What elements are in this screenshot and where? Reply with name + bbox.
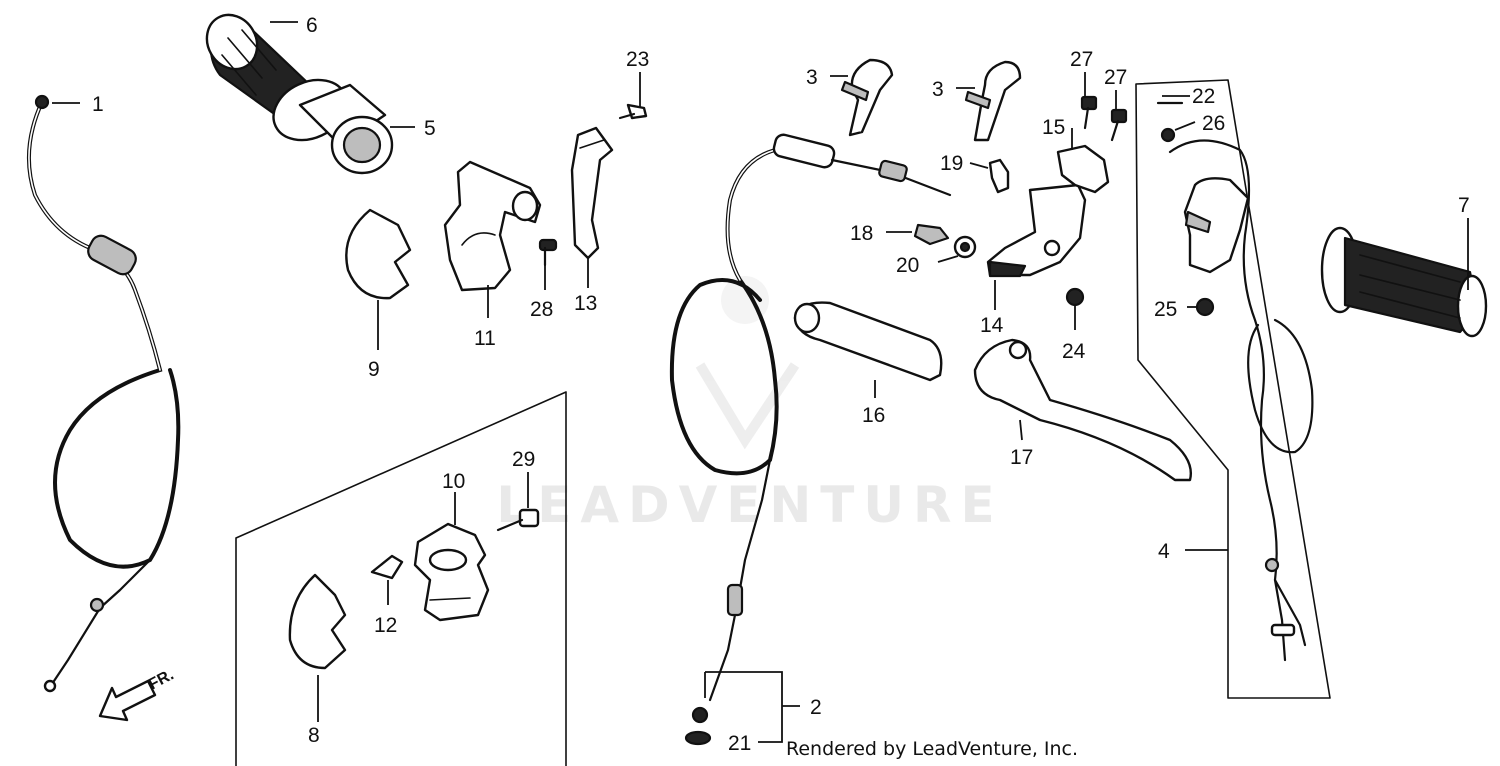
clutch-lever	[973, 338, 1192, 482]
nut-24	[1065, 287, 1085, 307]
lever-bracket	[986, 183, 1087, 278]
callout-13: 13	[574, 292, 597, 315]
clamp-left	[840, 58, 894, 137]
footer-credit: Rendered by LeadVenture, Inc.	[786, 738, 1078, 760]
adjuster-18	[913, 223, 950, 246]
watermark: LEADVENTURE	[496, 276, 1003, 534]
adjuster-19	[988, 158, 1010, 194]
group-box-right-switch	[1135, 79, 1331, 699]
screw-29	[496, 508, 540, 532]
throttle-housing-lower	[345, 208, 412, 300]
switch-assembly	[1168, 139, 1314, 662]
callout-3-left: 3	[806, 66, 818, 89]
clutch-cable	[669, 133, 952, 746]
throttle-cover	[570, 126, 614, 260]
callout-3-right: 3	[932, 78, 944, 101]
screw-28	[538, 238, 558, 267]
nut-20	[953, 235, 977, 259]
callout-27-left: 27	[1070, 48, 1093, 71]
callout-20: 20	[896, 254, 919, 277]
front-direction-arrow: FR.	[98, 666, 177, 722]
screw-23	[618, 103, 648, 120]
callout-11: 11	[474, 327, 496, 350]
callout-19: 19	[940, 152, 963, 175]
callout-22: 22	[1192, 85, 1215, 108]
switch-housing-lower	[288, 573, 347, 670]
callout-4: 4	[1158, 540, 1170, 563]
callout-9: 9	[368, 358, 380, 381]
bolt-27-right	[1110, 108, 1128, 142]
callout-labels: 1 6 5 9 11 28 13 23 3 3 27 27 15 19 18 2…	[92, 14, 1470, 755]
washer-26	[1160, 127, 1176, 143]
nut-25	[1195, 297, 1215, 317]
throttle-pipe	[272, 78, 394, 175]
lever-cover	[793, 301, 943, 382]
callout-29: 29	[512, 448, 535, 471]
callout-28: 28	[530, 298, 553, 321]
callout-15: 15	[1042, 116, 1065, 139]
callout-14: 14	[980, 314, 1004, 337]
callout-10: 10	[442, 470, 465, 493]
switch-clip	[370, 554, 404, 580]
switch-housing	[413, 522, 490, 622]
callout-7: 7	[1458, 194, 1470, 217]
bracket-holder	[1056, 144, 1110, 194]
callout-17: 17	[1010, 446, 1033, 469]
callout-8: 8	[308, 724, 320, 747]
leader-lines	[52, 21, 1469, 743]
callout-26: 26	[1202, 112, 1225, 135]
left-grip	[1320, 226, 1488, 338]
callout-12: 12	[374, 614, 397, 637]
callout-24: 24	[1062, 340, 1086, 363]
watermark-text: LEADVENTURE	[496, 476, 1003, 534]
callout-1: 1	[92, 93, 104, 116]
throttle-housing-upper	[443, 160, 542, 292]
group-box-left-switch	[235, 391, 567, 766]
callout-25: 25	[1154, 298, 1177, 321]
callout-21: 21	[728, 732, 751, 755]
bolt-27-left	[1080, 95, 1098, 130]
callout-6: 6	[306, 14, 318, 37]
callout-23: 23	[626, 48, 649, 71]
callout-18: 18	[850, 222, 873, 245]
callout-2: 2	[810, 696, 822, 719]
callout-5: 5	[424, 117, 436, 140]
watermark-logo	[695, 276, 800, 450]
callout-27-right: 27	[1104, 66, 1127, 89]
clamp-right	[964, 60, 1022, 142]
throttle-cable	[26, 94, 181, 693]
callout-16: 16	[862, 404, 885, 427]
